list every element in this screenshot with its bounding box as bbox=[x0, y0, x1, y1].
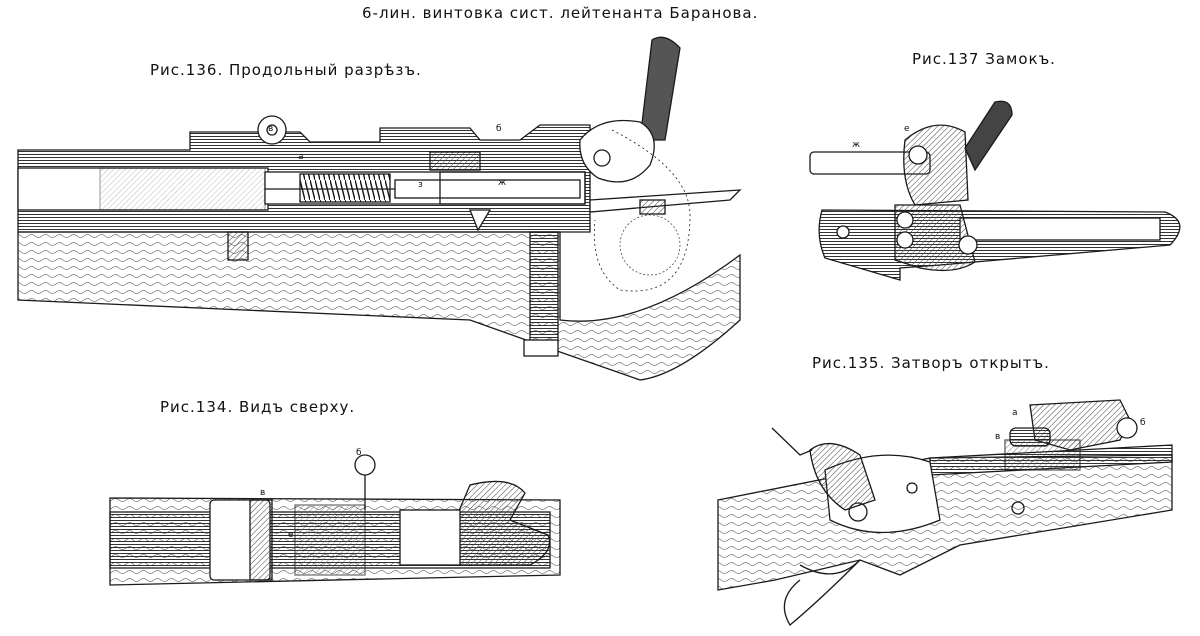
fig136-label-a: а bbox=[298, 152, 304, 162]
fig134-label-e: е bbox=[288, 530, 294, 540]
fig136-label-b: б bbox=[496, 124, 502, 134]
caption-fig135: Рис.135. Затворъ открытъ. bbox=[812, 354, 1050, 372]
fig136-label-v: в bbox=[268, 124, 274, 134]
fig136-drawing bbox=[17, 36, 742, 381]
fig134-drawing bbox=[109, 454, 561, 586]
caption-fig136: Рис.136. Продольный разрѣзъ. bbox=[150, 61, 422, 79]
fig135-label-v: в bbox=[995, 432, 1001, 442]
fig136-label-z: з bbox=[418, 180, 423, 190]
fig134-label-b: б bbox=[356, 448, 362, 458]
fig135-label-b: б bbox=[1140, 418, 1146, 428]
plate-title: 6-лин. винтовка сист. лейтенанта Баранов… bbox=[362, 4, 759, 22]
fig137-label-zh: ж bbox=[852, 140, 861, 150]
caption-fig134: Рис.134. Видъ сверху. bbox=[160, 398, 356, 416]
fig136-label-zh: ж bbox=[498, 178, 507, 188]
fig134-label-v: в bbox=[260, 488, 266, 498]
fig137-drawing bbox=[809, 100, 1181, 281]
fig135-drawing bbox=[717, 399, 1173, 626]
caption-fig137: Рис.137 Замокъ. bbox=[912, 50, 1056, 68]
fig137-label-e: е bbox=[904, 124, 910, 134]
fig135-label-a: а bbox=[1012, 408, 1018, 418]
